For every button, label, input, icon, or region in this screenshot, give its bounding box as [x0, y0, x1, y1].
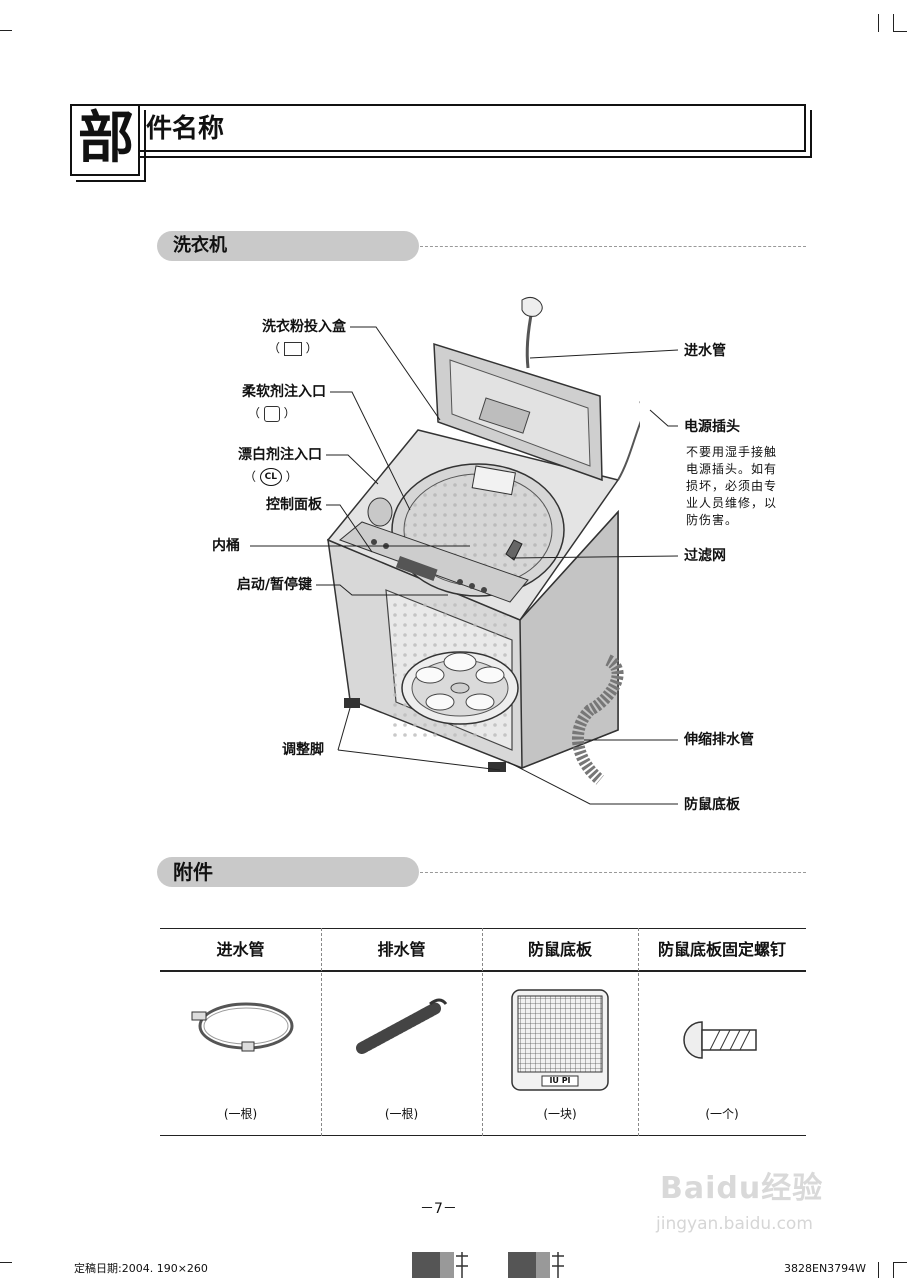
crop-mark [0, 1262, 12, 1263]
callout-inner-drum: 内桶 [212, 538, 240, 554]
power-plug-warning: 不要用湿手接触电源插头。如有损坏，必须由专业人员维修，以防伤害。 [686, 445, 778, 527]
accessories-table: 进水管 排水管 防鼠底板 防鼠底板固定螺钉 IU PI (一根) (一根) [160, 928, 806, 1136]
section-pill-washer: 洗衣机 [157, 231, 419, 261]
watermark-url: jingyan.baidu.com [656, 1214, 813, 1234]
column-divider [638, 928, 639, 1136]
callout-lint-filter: 过滤网 [684, 548, 726, 564]
callout-softener-inlet: 柔软剂注入口 [242, 384, 326, 400]
softener-icon: （ ） [248, 405, 296, 422]
registration-block [508, 1252, 564, 1278]
crop-mark [878, 14, 879, 32]
footer-print-info: 定稿日期:2004. 190×260 [74, 1262, 208, 1275]
crop-mark [893, 1262, 907, 1263]
accessory-quantity: (一块) [543, 1107, 577, 1121]
callout-start-pause: 启动/暂停键 [236, 577, 312, 593]
crop-mark [878, 1262, 879, 1278]
accessory-name: 排水管 [377, 940, 426, 959]
section-divider [420, 246, 806, 247]
table-top-rule [160, 928, 806, 929]
detergent-icon: （ ） [268, 341, 318, 356]
page-title-initial: 部 [78, 106, 134, 171]
footer-part-number: 3828EN3794W [784, 1262, 867, 1275]
callout-power-plug: 电源插头 [684, 419, 740, 435]
crop-mark [893, 31, 907, 32]
accessory-quantity: (一根) [223, 1107, 258, 1121]
callout-drain-hose: 伸缩排水管 [684, 732, 754, 748]
callout-detergent-box: 洗衣粉投入盒 [262, 319, 346, 335]
page-number: －7－ [420, 1201, 457, 1217]
crop-mark [893, 14, 894, 32]
screw-image [683, 1021, 757, 1059]
bleach-icon: （ CL ） [244, 468, 298, 486]
rat-board-image [511, 989, 609, 1091]
registration-block [412, 1252, 468, 1278]
accessory-quantity: (一根) [384, 1107, 419, 1121]
rat-board-label: IU PI [549, 1076, 571, 1085]
table-bottom-rule [160, 1135, 806, 1136]
drain-hose-image [356, 998, 448, 1054]
accessory-name: 进水管 [216, 940, 265, 959]
section-pill-accessories: 附件 [157, 857, 419, 887]
accessory-quantity: (一个) [705, 1107, 739, 1121]
accessory-name: 防鼠底板固定螺钉 [657, 940, 786, 959]
page-title: 件名称 [146, 114, 225, 144]
section-divider [420, 872, 806, 873]
callout-bleach-inlet: 漂白剂注入口 [238, 447, 322, 463]
inlet-hose-image [191, 1002, 294, 1052]
big-char-box [70, 104, 140, 176]
bleach-symbol: CL [259, 468, 282, 486]
callout-adjustable-feet: 调整脚 [282, 742, 324, 758]
crop-mark [893, 1262, 894, 1278]
callout-rat-board: 防鼠底板 [684, 797, 740, 813]
callout-control-panel: 控制面板 [266, 497, 322, 513]
crop-mark [0, 30, 12, 31]
column-divider [482, 928, 483, 1136]
washing-machine-illustration [326, 296, 640, 785]
big-char-shadow [76, 110, 146, 182]
accessory-name: 防鼠底板 [527, 940, 592, 959]
callout-inlet-hose: 进水管 [684, 343, 726, 359]
title-frame-shadow [76, 110, 812, 158]
watermark-logo: Baidu经验 [660, 1171, 824, 1206]
column-divider [321, 928, 322, 1136]
table-header-rule [160, 970, 806, 972]
